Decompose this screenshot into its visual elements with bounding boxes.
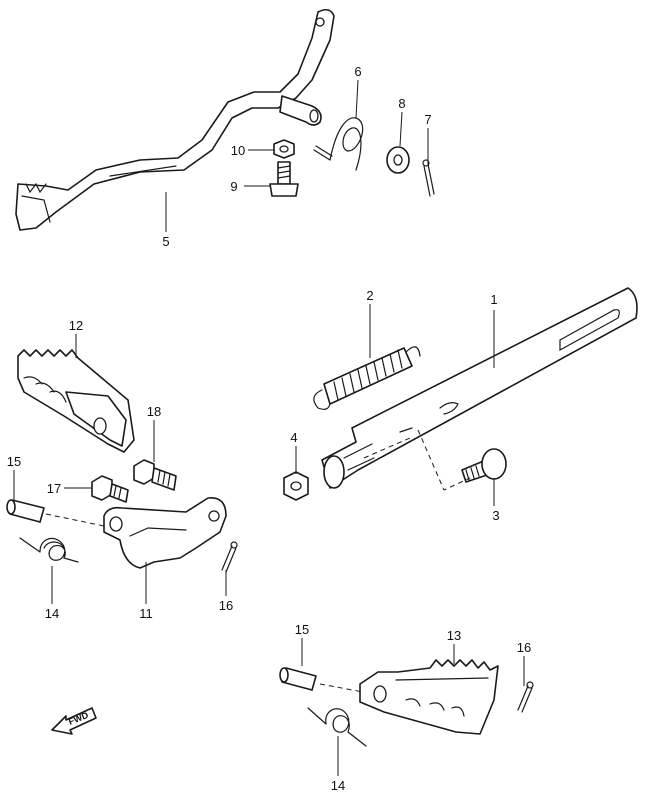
footpeg-right [359,659,499,735]
callout-8: 8 [398,96,405,111]
callout-11: 11 [139,606,153,621]
callout-15-left: 15 [7,454,21,469]
callout-13: 13 [447,628,461,643]
callout-14-left: 14 [45,606,59,621]
callout-16-right: 16 [517,640,531,655]
callout-9: 9 [230,179,237,194]
nut [273,139,295,159]
spring-right [307,707,367,747]
bolt-18 [133,459,177,491]
bolt [269,161,299,197]
callout-labels: 1 2 3 4 5 6 7 8 9 10 11 12 13 14 14 15 1… [7,64,531,793]
stand-bolt [417,429,507,491]
callout-12: 12 [69,318,83,333]
footpeg-bracket [103,497,227,569]
cotter-pin-right [517,681,534,713]
callout-18: 18 [147,404,161,419]
cotter-pin-left [221,541,238,573]
forward-direction-marker: FWD [51,707,97,735]
callout-7: 7 [424,112,431,127]
cotter-pin [422,159,435,197]
callout-3: 3 [492,508,499,523]
callout-14-right: 14 [331,778,345,793]
footpeg-left [17,349,135,453]
stand-nut [283,471,309,501]
washer [386,146,410,174]
callout-16-left: 16 [219,598,233,613]
pin-left [6,499,105,527]
side-stand-spring [313,346,421,410]
brake-pedal [15,8,335,231]
callout-4: 4 [290,430,297,445]
callout-1: 1 [490,292,497,307]
leader-lines [13,79,525,776]
callout-10: 10 [231,143,245,158]
callout-15-right: 15 [295,622,309,637]
callout-5: 5 [162,234,169,249]
callout-17: 17 [47,481,61,496]
callout-6: 6 [354,64,361,79]
bolt-17 [91,475,129,503]
side-stand [321,287,638,489]
callout-2: 2 [366,288,373,303]
spring-left [19,537,79,563]
pedal-return-spring [313,117,364,171]
